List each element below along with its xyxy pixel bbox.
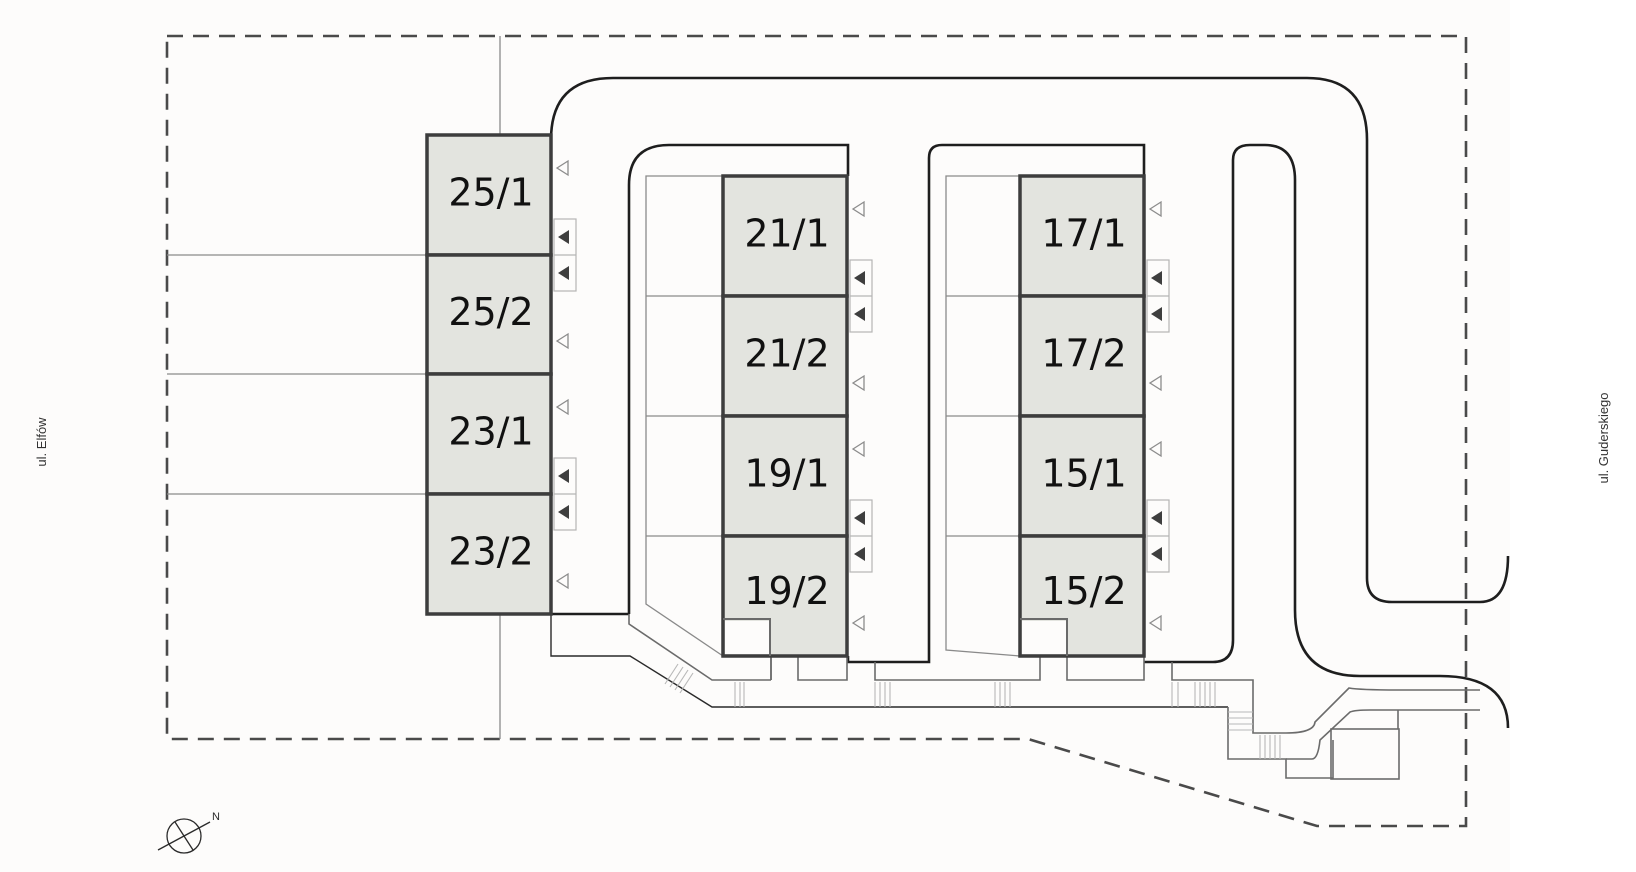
unit-23-1[interactable]: 23/1 <box>425 372 553 496</box>
unit-area[interactable] <box>427 135 551 255</box>
unit-15-1[interactable]: 15/1 <box>1018 414 1146 538</box>
unit-outline <box>425 492 553 616</box>
unit-21-2[interactable]: 21/2 <box>721 294 849 418</box>
unit-23-2[interactable]: 23/2 <box>425 492 553 616</box>
entrance-icon <box>851 374 865 392</box>
footpath-right <box>1171 662 1254 707</box>
building-21-19: 21/1 21/2 19/1 19/2 <box>721 174 849 658</box>
unit-label[interactable]: 25/1 <box>448 171 533 215</box>
entrance-icon <box>851 614 865 632</box>
property-boundary <box>165 34 1468 828</box>
internal-road <box>549 76 1510 729</box>
garden-outline <box>945 175 1021 657</box>
building-25-23: 25/1 25/2 23/1 23/2 <box>425 133 553 616</box>
unit-area[interactable] <box>427 494 551 614</box>
entrance-icon <box>1148 440 1162 458</box>
margin-panel <box>1510 0 1636 872</box>
unit-label[interactable]: 19/1 <box>744 452 829 496</box>
driveway-lower <box>1286 709 1480 760</box>
road-inner-edge-left <box>627 143 850 614</box>
garden-outline <box>645 175 724 657</box>
unit-19-1[interactable]: 19/1 <box>721 414 849 538</box>
street-label-west: ul. Elfów <box>34 417 49 467</box>
unit-label[interactable]: 21/1 <box>744 212 829 256</box>
footpath-upper <box>628 614 771 681</box>
unit-area[interactable] <box>1020 416 1144 536</box>
unit-area[interactable] <box>723 296 847 416</box>
parking-icon <box>558 505 569 519</box>
unit-17-2[interactable]: 17/2 <box>1018 294 1146 418</box>
unit-outline <box>721 534 849 658</box>
unit-cutout-fill <box>725 621 769 654</box>
unit-label[interactable]: 23/2 <box>448 530 533 574</box>
parking-icon <box>558 266 569 280</box>
parking-icon <box>1151 511 1162 525</box>
parking-icon <box>854 547 865 561</box>
parking-icon <box>1151 307 1162 321</box>
parking-icon <box>558 469 569 483</box>
parking-icon <box>854 511 865 525</box>
entrance-icon <box>555 332 569 350</box>
unit-cutout <box>723 618 771 656</box>
footpath-lower <box>550 614 1228 708</box>
entrance-icon <box>555 572 569 590</box>
unit-area[interactable] <box>1020 176 1144 296</box>
entrance-icon <box>851 200 865 218</box>
entrance-icon <box>1148 374 1162 392</box>
unit-15-2[interactable]: 15/2 <box>1018 534 1146 658</box>
unit-25-2[interactable]: 25/2 <box>425 253 553 376</box>
unit-area[interactable] <box>723 176 847 296</box>
parking-icon <box>558 230 569 244</box>
unit-19-2[interactable]: 19/2 <box>721 534 849 658</box>
gardens-21-19 <box>645 175 724 657</box>
driveway-upper <box>1252 687 1480 734</box>
unit-label[interactable]: 23/1 <box>448 410 533 454</box>
entry-path-19-2 <box>797 656 848 681</box>
unit-label[interactable]: 19/2 <box>744 569 829 613</box>
units-layer: 25/1 25/2 23/1 23/2 21/1 21/2 19/1 19/2 17/1 17/2… <box>425 133 1146 658</box>
compass-north-label: N <box>212 811 220 823</box>
road-outer-edge <box>549 76 1510 604</box>
entrance-icon <box>555 159 569 177</box>
footpaths <box>550 614 1480 780</box>
entrance-icon <box>1148 614 1162 632</box>
unit-area[interactable] <box>723 416 847 536</box>
unit-label[interactable]: 17/1 <box>1041 212 1126 256</box>
unit-label[interactable]: 21/2 <box>744 332 829 376</box>
parking-icon <box>1151 547 1162 561</box>
unit-area[interactable] <box>1020 296 1144 416</box>
footpath-middle <box>874 656 1041 681</box>
unit-label[interactable]: 15/2 <box>1041 569 1126 613</box>
steps-outline <box>1227 707 1334 779</box>
utility-building <box>1330 728 1400 780</box>
entry-path-15-2 <box>1066 656 1145 681</box>
parking-icon <box>854 271 865 285</box>
unit-outline <box>1018 534 1146 658</box>
building-17-15: 17/1 17/2 15/1 15/2 <box>1018 174 1146 658</box>
unit-label[interactable]: 17/2 <box>1041 332 1126 376</box>
markers-layer <box>553 159 1170 632</box>
parking-icon <box>854 307 865 321</box>
road-inner-edge-middle <box>846 143 1146 664</box>
unit-area[interactable] <box>427 374 551 494</box>
unit-cutout <box>1020 618 1068 656</box>
entrance-icon <box>851 440 865 458</box>
compass-icon: N <box>157 811 220 854</box>
road-inner-edge-right <box>1144 143 1510 729</box>
street-label-east: ul. Guderskiego <box>1596 392 1611 483</box>
stairs-hatching <box>664 663 1281 759</box>
unit-area[interactable] <box>427 255 551 374</box>
entrance-icon <box>555 398 569 416</box>
entrance-icon <box>1148 200 1162 218</box>
unit-21-1[interactable]: 21/1 <box>721 174 849 298</box>
unit-label[interactable]: 15/1 <box>1041 452 1126 496</box>
unit-17-1[interactable]: 17/1 <box>1018 174 1146 298</box>
gardens-17-15 <box>945 175 1021 657</box>
plot-lines-west <box>167 36 501 739</box>
unit-25-1[interactable]: 25/1 <box>425 133 553 257</box>
parking-icon <box>1151 271 1162 285</box>
unit-label[interactable]: 25/2 <box>448 290 533 334</box>
unit-cutout-fill <box>1022 621 1066 654</box>
